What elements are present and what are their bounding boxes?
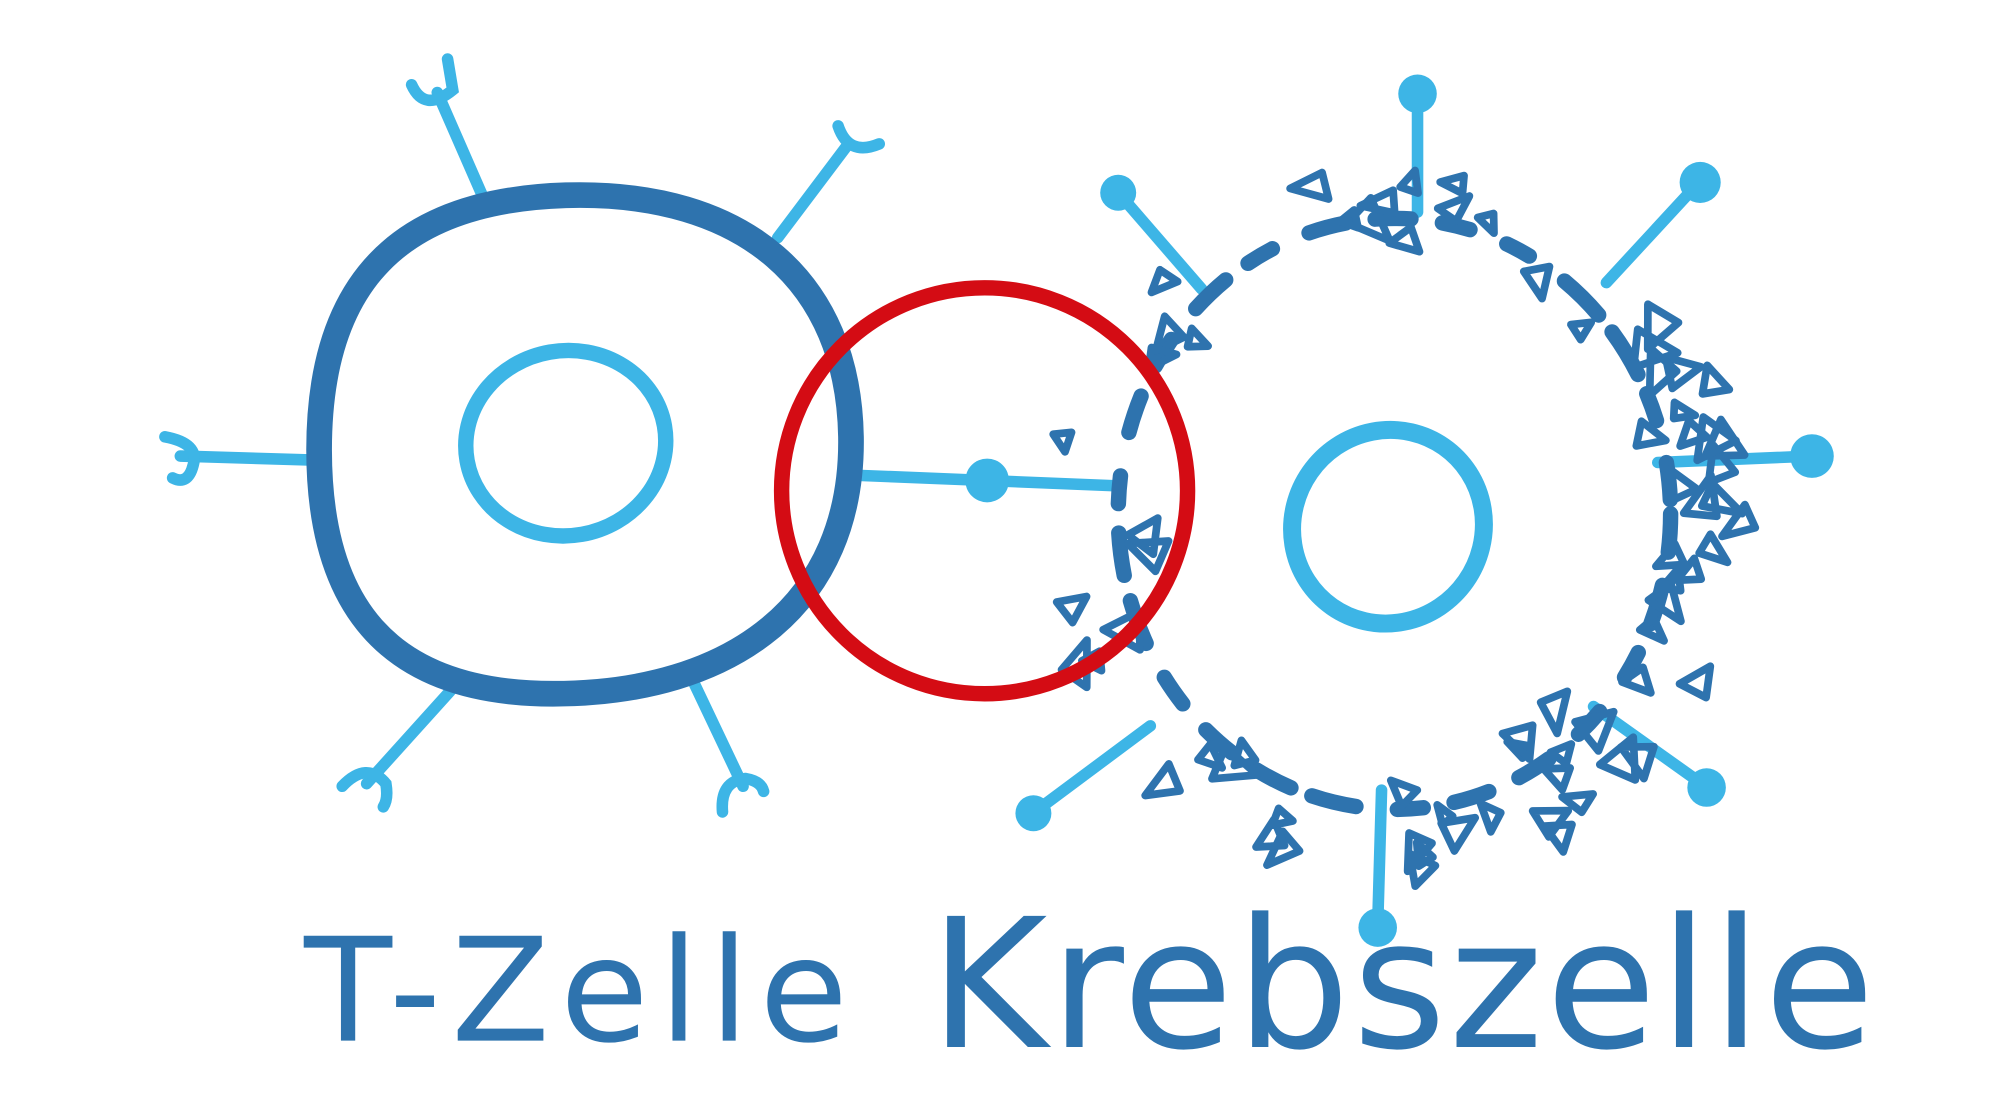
membrane-segment — [1304, 788, 1364, 815]
membrane-fragment — [1396, 166, 1422, 197]
membrane-fragment — [1183, 324, 1212, 351]
membrane-fragment — [1049, 428, 1076, 456]
membrane-segment — [1240, 241, 1281, 272]
membrane-fragment — [1617, 742, 1658, 783]
membrane-segment — [1434, 215, 1478, 238]
membrane-fragment — [1336, 206, 1362, 232]
membrane-fragment — [1672, 554, 1706, 585]
membrane-fragments — [1049, 166, 1760, 891]
membrane-fragment — [1194, 740, 1226, 772]
membrane-segment — [1111, 525, 1132, 584]
membrane-fragment — [1618, 663, 1655, 697]
receptor-hook-icon — [716, 772, 770, 818]
membrane-segment — [1367, 210, 1419, 227]
t-cell-nucleus — [458, 342, 674, 544]
membrane-fragment — [1286, 168, 1333, 203]
membrane-fragment — [1693, 413, 1740, 465]
membrane-segment — [1188, 272, 1234, 317]
receptor-hook-icon — [405, 53, 459, 106]
membrane-segment — [1499, 236, 1538, 264]
membrane-fragment — [1498, 721, 1537, 763]
receptor — [360, 685, 456, 790]
membrane-fragment — [1635, 614, 1668, 645]
t-cell-label: T-Zelle — [303, 907, 858, 1075]
membrane-segment — [1604, 324, 1646, 383]
membrane-fragment — [1141, 760, 1184, 800]
receptor-hook-icon — [832, 120, 886, 154]
receptor-hook-icon — [336, 766, 393, 813]
receptor — [174, 450, 315, 466]
membrane-fragment — [1665, 465, 1701, 505]
cancer-receptor-balls — [1015, 74, 1834, 947]
membrane-fragment — [1433, 192, 1474, 225]
membrane-fragment — [1595, 733, 1640, 784]
membrane-fragment — [1519, 262, 1554, 303]
membrane-fragment — [1436, 171, 1468, 198]
receptor-ball — [965, 458, 1009, 503]
membrane-fragment — [1476, 799, 1505, 836]
membrane-segment — [1110, 468, 1129, 512]
t-cell — [159, 53, 1118, 818]
membrane-segment — [1389, 800, 1431, 818]
membrane-fragment — [1437, 813, 1480, 855]
membrane-fragment — [1645, 344, 1681, 400]
membrane-fragment — [1644, 579, 1685, 626]
receptor — [771, 138, 855, 244]
membrane-fragment — [1052, 592, 1091, 627]
membrane-fragment — [1386, 776, 1422, 811]
cancer-cell-label: Krebszelle — [929, 881, 1877, 1090]
t-cell-membrane — [306, 182, 864, 707]
membrane-fragment — [1528, 806, 1573, 841]
membrane-fragment — [1698, 361, 1734, 398]
membrane-fragment — [1558, 790, 1598, 817]
membrane-segment — [1121, 388, 1149, 441]
membrane-fragment — [1151, 312, 1188, 355]
membrane-fragment — [1695, 530, 1732, 567]
membrane-fragment — [1536, 687, 1572, 738]
membrane-fragment — [1123, 514, 1162, 559]
membrane-fragment — [1539, 764, 1575, 794]
membrane-fragment — [1679, 471, 1721, 521]
membrane-fragment — [1385, 223, 1424, 256]
membrane-fragment — [1675, 662, 1715, 702]
membrane-fragment — [1356, 186, 1399, 217]
receptor — [688, 677, 749, 793]
membrane-segment — [1556, 273, 1607, 323]
membrane-segment — [1156, 669, 1191, 712]
membrane-fragment — [1669, 398, 1700, 423]
membrane-fragment — [1230, 736, 1260, 770]
membrane-fragment — [1632, 417, 1670, 450]
membrane-fragment — [1643, 300, 1683, 354]
membrane-fragment — [1403, 829, 1436, 876]
cancer-cell — [1015, 74, 1834, 947]
receptor — [431, 86, 489, 202]
membrane-fragment — [1651, 539, 1689, 571]
membrane-segment — [1248, 762, 1299, 796]
membrane-fragment — [1567, 318, 1596, 344]
membrane-fragment — [1473, 209, 1498, 238]
membrane-fragment — [1718, 500, 1760, 541]
t-cell-receptors — [159, 53, 1118, 818]
membrane-fragment — [1697, 479, 1747, 518]
highlight-circle — [773, 280, 1196, 702]
membrane-fragment — [1343, 193, 1394, 245]
cancer-cell-nucleus — [1283, 420, 1493, 633]
membrane-fragment — [1546, 740, 1576, 768]
membrane-fragment — [1147, 265, 1182, 297]
membrane-fragment — [1704, 441, 1740, 487]
membrane-fragment — [1252, 815, 1289, 851]
membrane-fragment — [1571, 707, 1618, 755]
membrane-segment — [1511, 751, 1557, 786]
membrane-fragment — [1144, 343, 1181, 373]
membrane-segment — [1446, 783, 1497, 811]
receptor-hook-icon — [159, 431, 200, 486]
membrane-fragment — [1123, 537, 1173, 576]
membrane-fragment — [1661, 353, 1705, 393]
